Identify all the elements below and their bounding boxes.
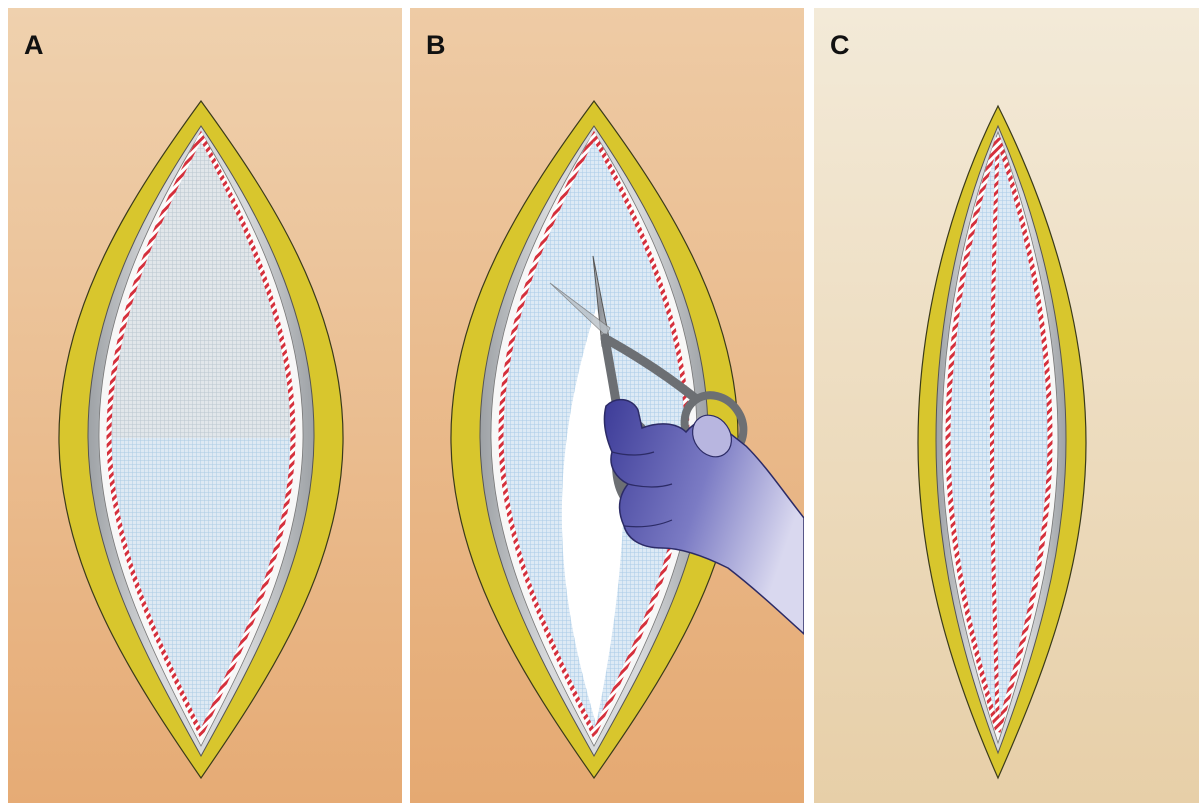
panel-c-illustration bbox=[814, 8, 1199, 803]
panel-c: C bbox=[814, 8, 1199, 803]
panel-label: A bbox=[24, 32, 44, 59]
panel-a: A bbox=[8, 8, 402, 803]
panel-label: C bbox=[830, 32, 850, 59]
panel-a-illustration bbox=[8, 8, 402, 803]
panel-b: B bbox=[410, 8, 804, 803]
panel-label: B bbox=[426, 32, 446, 59]
panel-b-illustration bbox=[410, 8, 804, 803]
